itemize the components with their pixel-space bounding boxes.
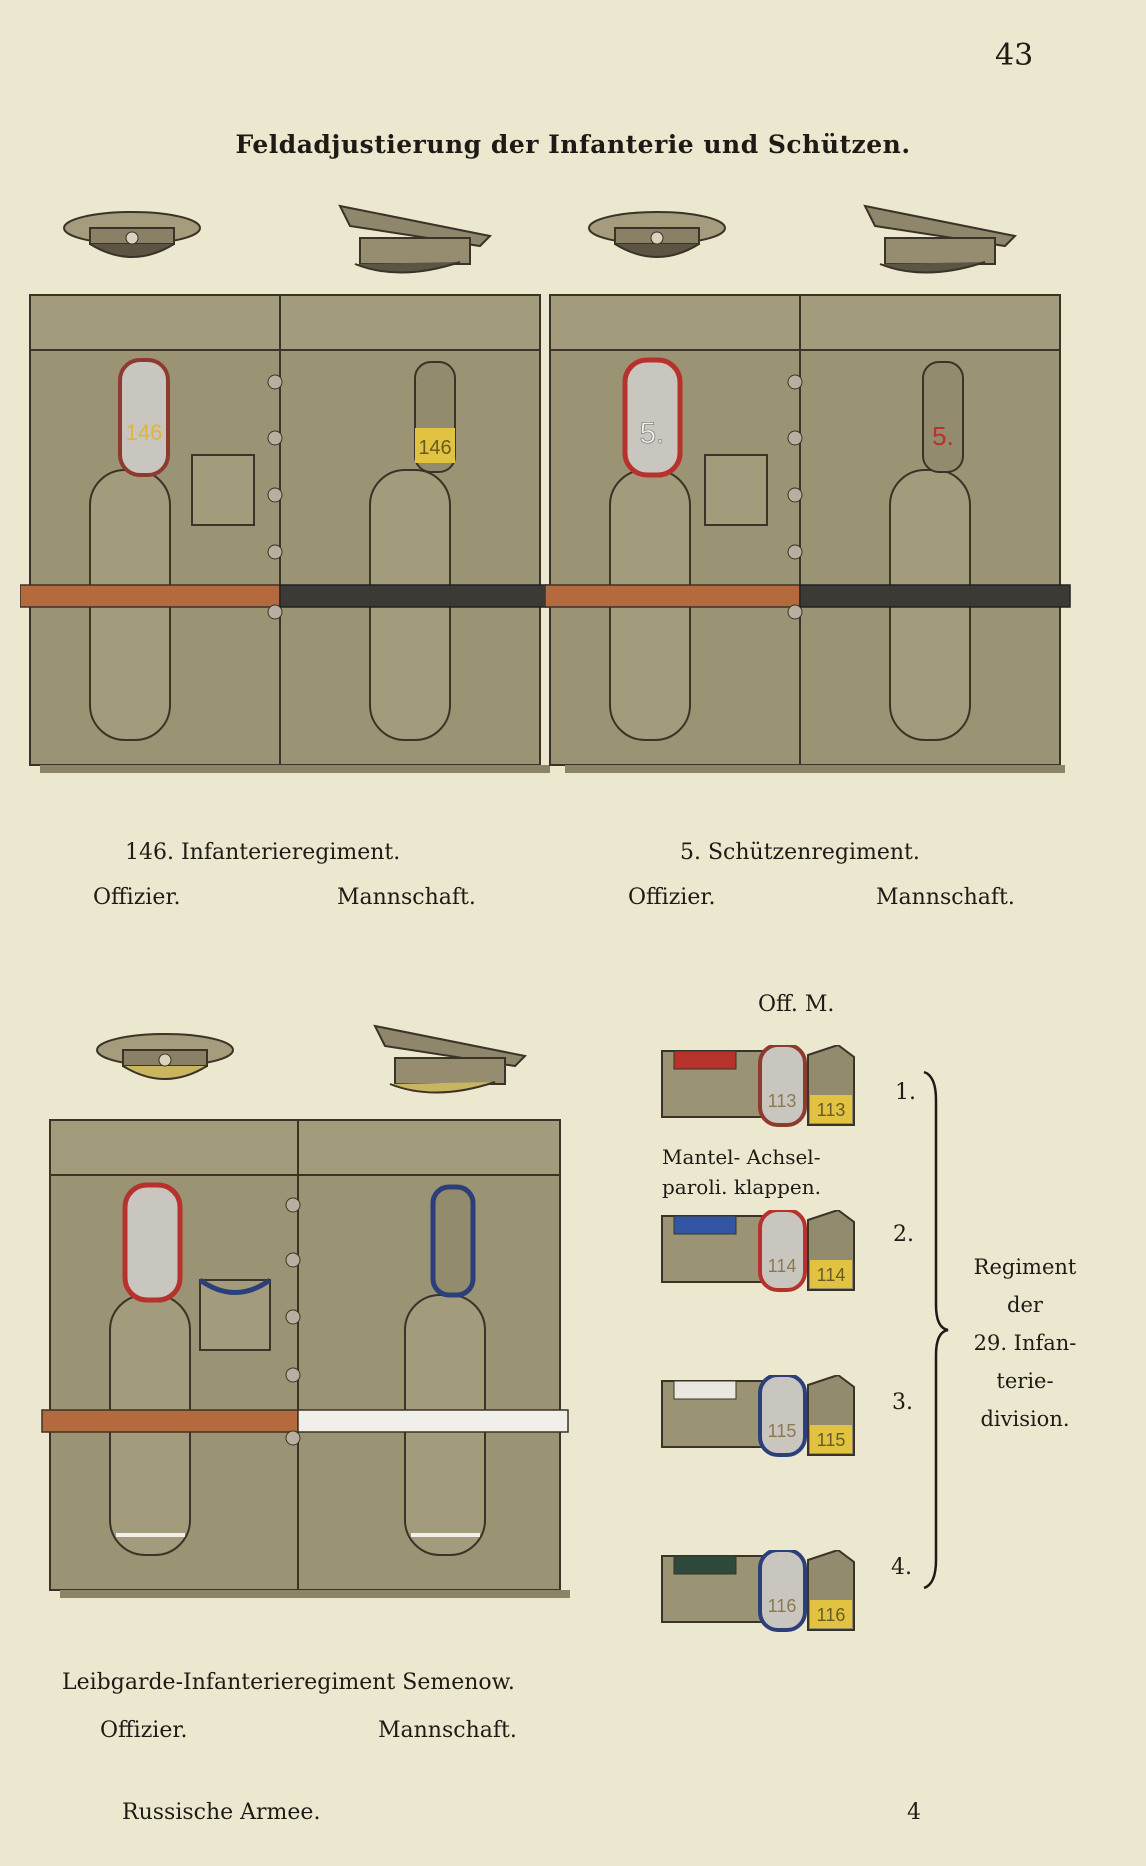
insignia-col-label-1: Mantel- Achsel- [662, 1145, 821, 1169]
insignia-row-1-number: 1. [895, 1080, 916, 1105]
insignia-row-3: 115 115 [660, 1373, 860, 1460]
men-strap-number: 146 [418, 437, 451, 459]
plate2-officer-label: Offizier. [628, 885, 716, 910]
men-shoulder-strap [430, 1184, 476, 1298]
insignia-col-label-2: paroli. klappen. [662, 1175, 821, 1199]
officer-shoulder-strap [118, 358, 170, 477]
insignia-row-3-number: 3. [892, 1390, 913, 1415]
men-shoulder-strap [922, 361, 964, 473]
officer-strap-number: 146 [126, 420, 163, 445]
men-strap-113: 113 [817, 1100, 846, 1120]
plate3-men-label: Mannschaft. [378, 1718, 517, 1743]
officer-strap-116: 116 [768, 1596, 797, 1616]
pocket [704, 454, 768, 526]
officer-shoulder-strap [622, 357, 683, 478]
insignia-row-2-number: 2. [893, 1222, 914, 1247]
brace-line: division. [980, 1407, 1070, 1431]
officer-shoulder-strap [122, 1182, 183, 1303]
men-strap-115: 115 [817, 1430, 846, 1450]
plate1-men-label: Mannschaft. [337, 885, 476, 910]
plate-semenow-guard [41, 1024, 570, 1598]
footer-left: Russische Armee. [122, 1800, 321, 1825]
officer-belt [545, 584, 801, 608]
collar-patch-icon: 114 114 [661, 1208, 855, 1292]
brace-line: der [1007, 1293, 1043, 1317]
plate2-caption: 5. Schützenregiment. [680, 840, 920, 865]
collar-patch-icon: 116 116 [661, 1548, 855, 1632]
plate3-officer-label: Offizier. [100, 1718, 188, 1743]
page-number: 43 [995, 38, 1034, 73]
officer-strap-114: 114 [768, 1256, 797, 1276]
men-strap-number: 5. [932, 421, 954, 451]
page-title: Feldadjustierung der Infanterie und Schü… [235, 130, 911, 159]
plate2-men-label: Mannschaft. [876, 885, 1015, 910]
officer-belt [41, 1409, 299, 1433]
insignia-row-4: 116 116 [660, 1548, 860, 1635]
officer-cap-icon [96, 1033, 234, 1080]
insignia-header: Off. M. [758, 992, 835, 1017]
men-cap-icon [373, 1024, 528, 1094]
men-belt [279, 584, 551, 608]
insignia-row-1: 113 113 [660, 1043, 860, 1130]
brace-line: terie- [996, 1369, 1054, 1393]
men-cap-icon [338, 204, 493, 274]
officer-cap-icon [588, 211, 726, 258]
men-belt [799, 584, 1071, 608]
insignia-row-2: 114 114 [660, 1208, 860, 1295]
collar-patch-icon: 113 113 [661, 1043, 855, 1127]
plate1-officer-label: Offizier. [93, 885, 181, 910]
officer-cap-icon [63, 211, 201, 258]
officer-strap-113: 113 [768, 1091, 797, 1111]
brace-line: Regiment [973, 1255, 1077, 1279]
plate-5-rifles: 5. 5. [545, 204, 1071, 773]
men-cap-icon [863, 204, 1018, 274]
brace [923, 1070, 949, 1590]
collar-patch-icon: 115 115 [661, 1373, 855, 1457]
men-strap-116: 116 [817, 1605, 846, 1625]
plate1-caption: 146. Infanterieregiment. [125, 840, 401, 865]
officer-strap-115: 115 [768, 1421, 797, 1441]
men-strap-114: 114 [817, 1265, 846, 1285]
pocket [199, 1279, 271, 1351]
insignia-row-4-number: 4. [891, 1555, 912, 1580]
footer-right: 4 [907, 1800, 921, 1825]
plate3-caption: Leibgarde-Infanterieregiment Semenow. [62, 1670, 515, 1695]
brace-line: 29. Infan- [973, 1331, 1077, 1355]
plate-146-infantry: 146 146 [20, 204, 551, 773]
officer-belt [20, 584, 281, 608]
officer-strap-number: 5. [639, 417, 664, 450]
brace-label: Regiment der 29. Infan- terie- division. [950, 1248, 1100, 1438]
men-belt [297, 1409, 569, 1433]
pocket [191, 454, 255, 526]
